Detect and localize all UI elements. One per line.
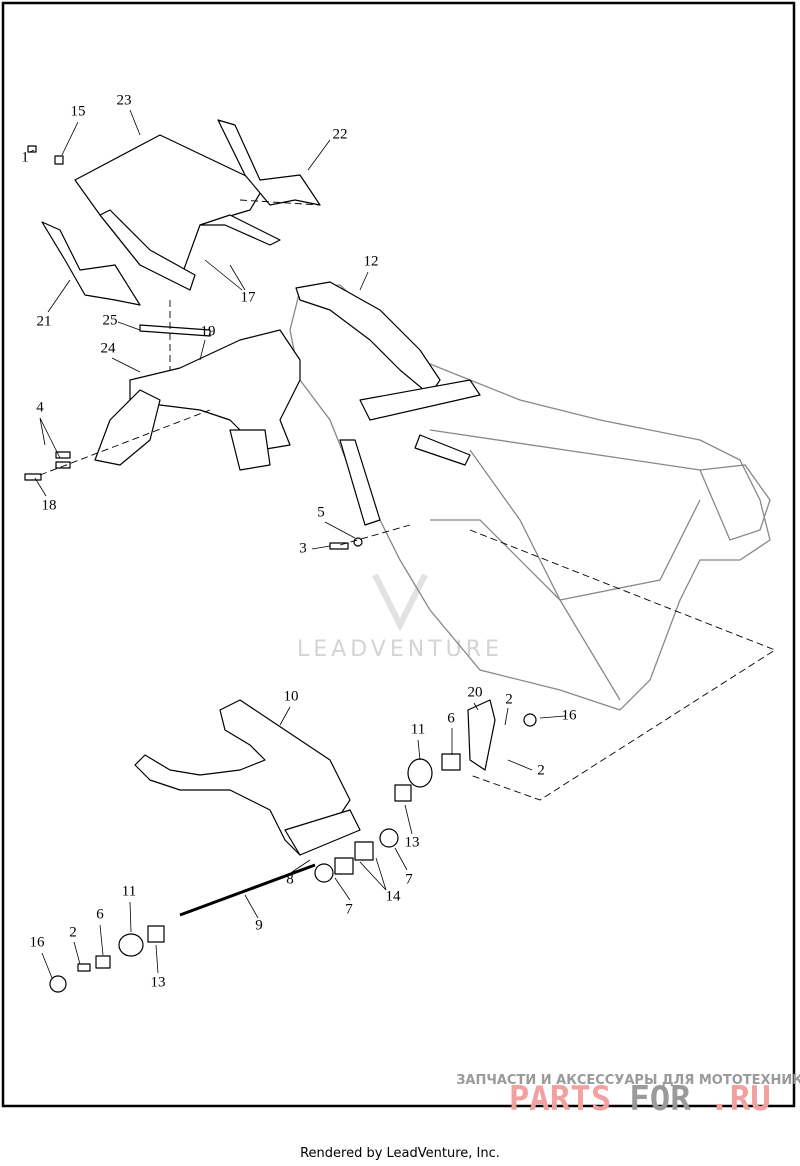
callout[interactable]: 24 bbox=[101, 340, 117, 356]
footer-credit: Rendered by LeadVenture, Inc. bbox=[300, 1146, 500, 1161]
callout[interactable]: 16 bbox=[562, 707, 578, 723]
callout[interactable]: 8 bbox=[286, 871, 294, 887]
main-frame bbox=[289, 281, 771, 711]
partsfor-watermark: ЗАПЧАСТИ И АКСЕССУАРЫ ДЛЯ МОТОТЕХНИКИ PA… bbox=[456, 1073, 800, 1119]
luggage-rack bbox=[74, 134, 281, 291]
callout[interactable]: 7 bbox=[405, 871, 413, 887]
callout[interactable]: 2 bbox=[505, 691, 513, 707]
callout[interactable]: 1 bbox=[21, 149, 29, 165]
callout[interactable]: 5 bbox=[317, 504, 325, 520]
watermark-logo-parts: PARTS bbox=[509, 1079, 611, 1119]
callout[interactable]: 19 bbox=[201, 323, 216, 339]
callout[interactable]: 3 bbox=[299, 540, 307, 556]
swingarm bbox=[134, 699, 361, 856]
callout[interactable]: 25 bbox=[103, 312, 118, 328]
callout[interactable]: 2 bbox=[537, 762, 545, 778]
callout[interactable]: 14 bbox=[386, 888, 402, 904]
callout[interactable]: 23 bbox=[117, 92, 132, 108]
callout[interactable]: 13 bbox=[151, 974, 166, 990]
side-rail-left bbox=[41, 221, 141, 306]
callout[interactable]: 18 bbox=[42, 497, 57, 513]
callouts: 1 15 23 22 21 25 19 24 17 12 4 18 5 3 10… bbox=[21, 92, 577, 990]
callout[interactable]: 20 bbox=[468, 684, 483, 700]
leader-lines bbox=[29, 109, 776, 979]
callout[interactable]: 7 bbox=[345, 901, 353, 917]
diagram-border bbox=[1, 1, 796, 1108]
callout[interactable]: 10 bbox=[284, 688, 299, 704]
watermark-text: LEADVENTURE bbox=[297, 637, 503, 662]
callout[interactable]: 11 bbox=[411, 721, 425, 737]
callout[interactable]: 15 bbox=[71, 103, 86, 119]
fender-strip bbox=[139, 324, 211, 337]
callout[interactable]: 12 bbox=[364, 253, 379, 269]
leadventure-watermark: LEADVENTURE bbox=[297, 573, 503, 662]
callout[interactable]: 6 bbox=[96, 906, 104, 922]
watermark-logo-for: FOR bbox=[629, 1079, 691, 1119]
hardware bbox=[24, 145, 537, 993]
fender-support bbox=[94, 329, 301, 471]
watermark-ru-line: ЗАПЧАСТИ И АКСЕССУАРЫ ДЛЯ МОТОТЕХНИКИ bbox=[456, 1073, 800, 1088]
callout[interactable]: 17 bbox=[241, 289, 257, 305]
callout[interactable]: 13 bbox=[405, 834, 420, 850]
callout[interactable]: 21 bbox=[37, 313, 52, 329]
callout[interactable]: 22 bbox=[333, 126, 348, 142]
callout[interactable]: 9 bbox=[255, 917, 263, 933]
watermark-logo-ru: .RU bbox=[709, 1079, 770, 1119]
callout[interactable]: 11 bbox=[122, 883, 136, 899]
pivot-shaft bbox=[179, 863, 316, 917]
callout[interactable]: 6 bbox=[447, 710, 455, 726]
callout[interactable]: 4 bbox=[36, 399, 44, 415]
callout[interactable]: 2 bbox=[69, 924, 77, 940]
callout[interactable]: 16 bbox=[30, 934, 46, 950]
